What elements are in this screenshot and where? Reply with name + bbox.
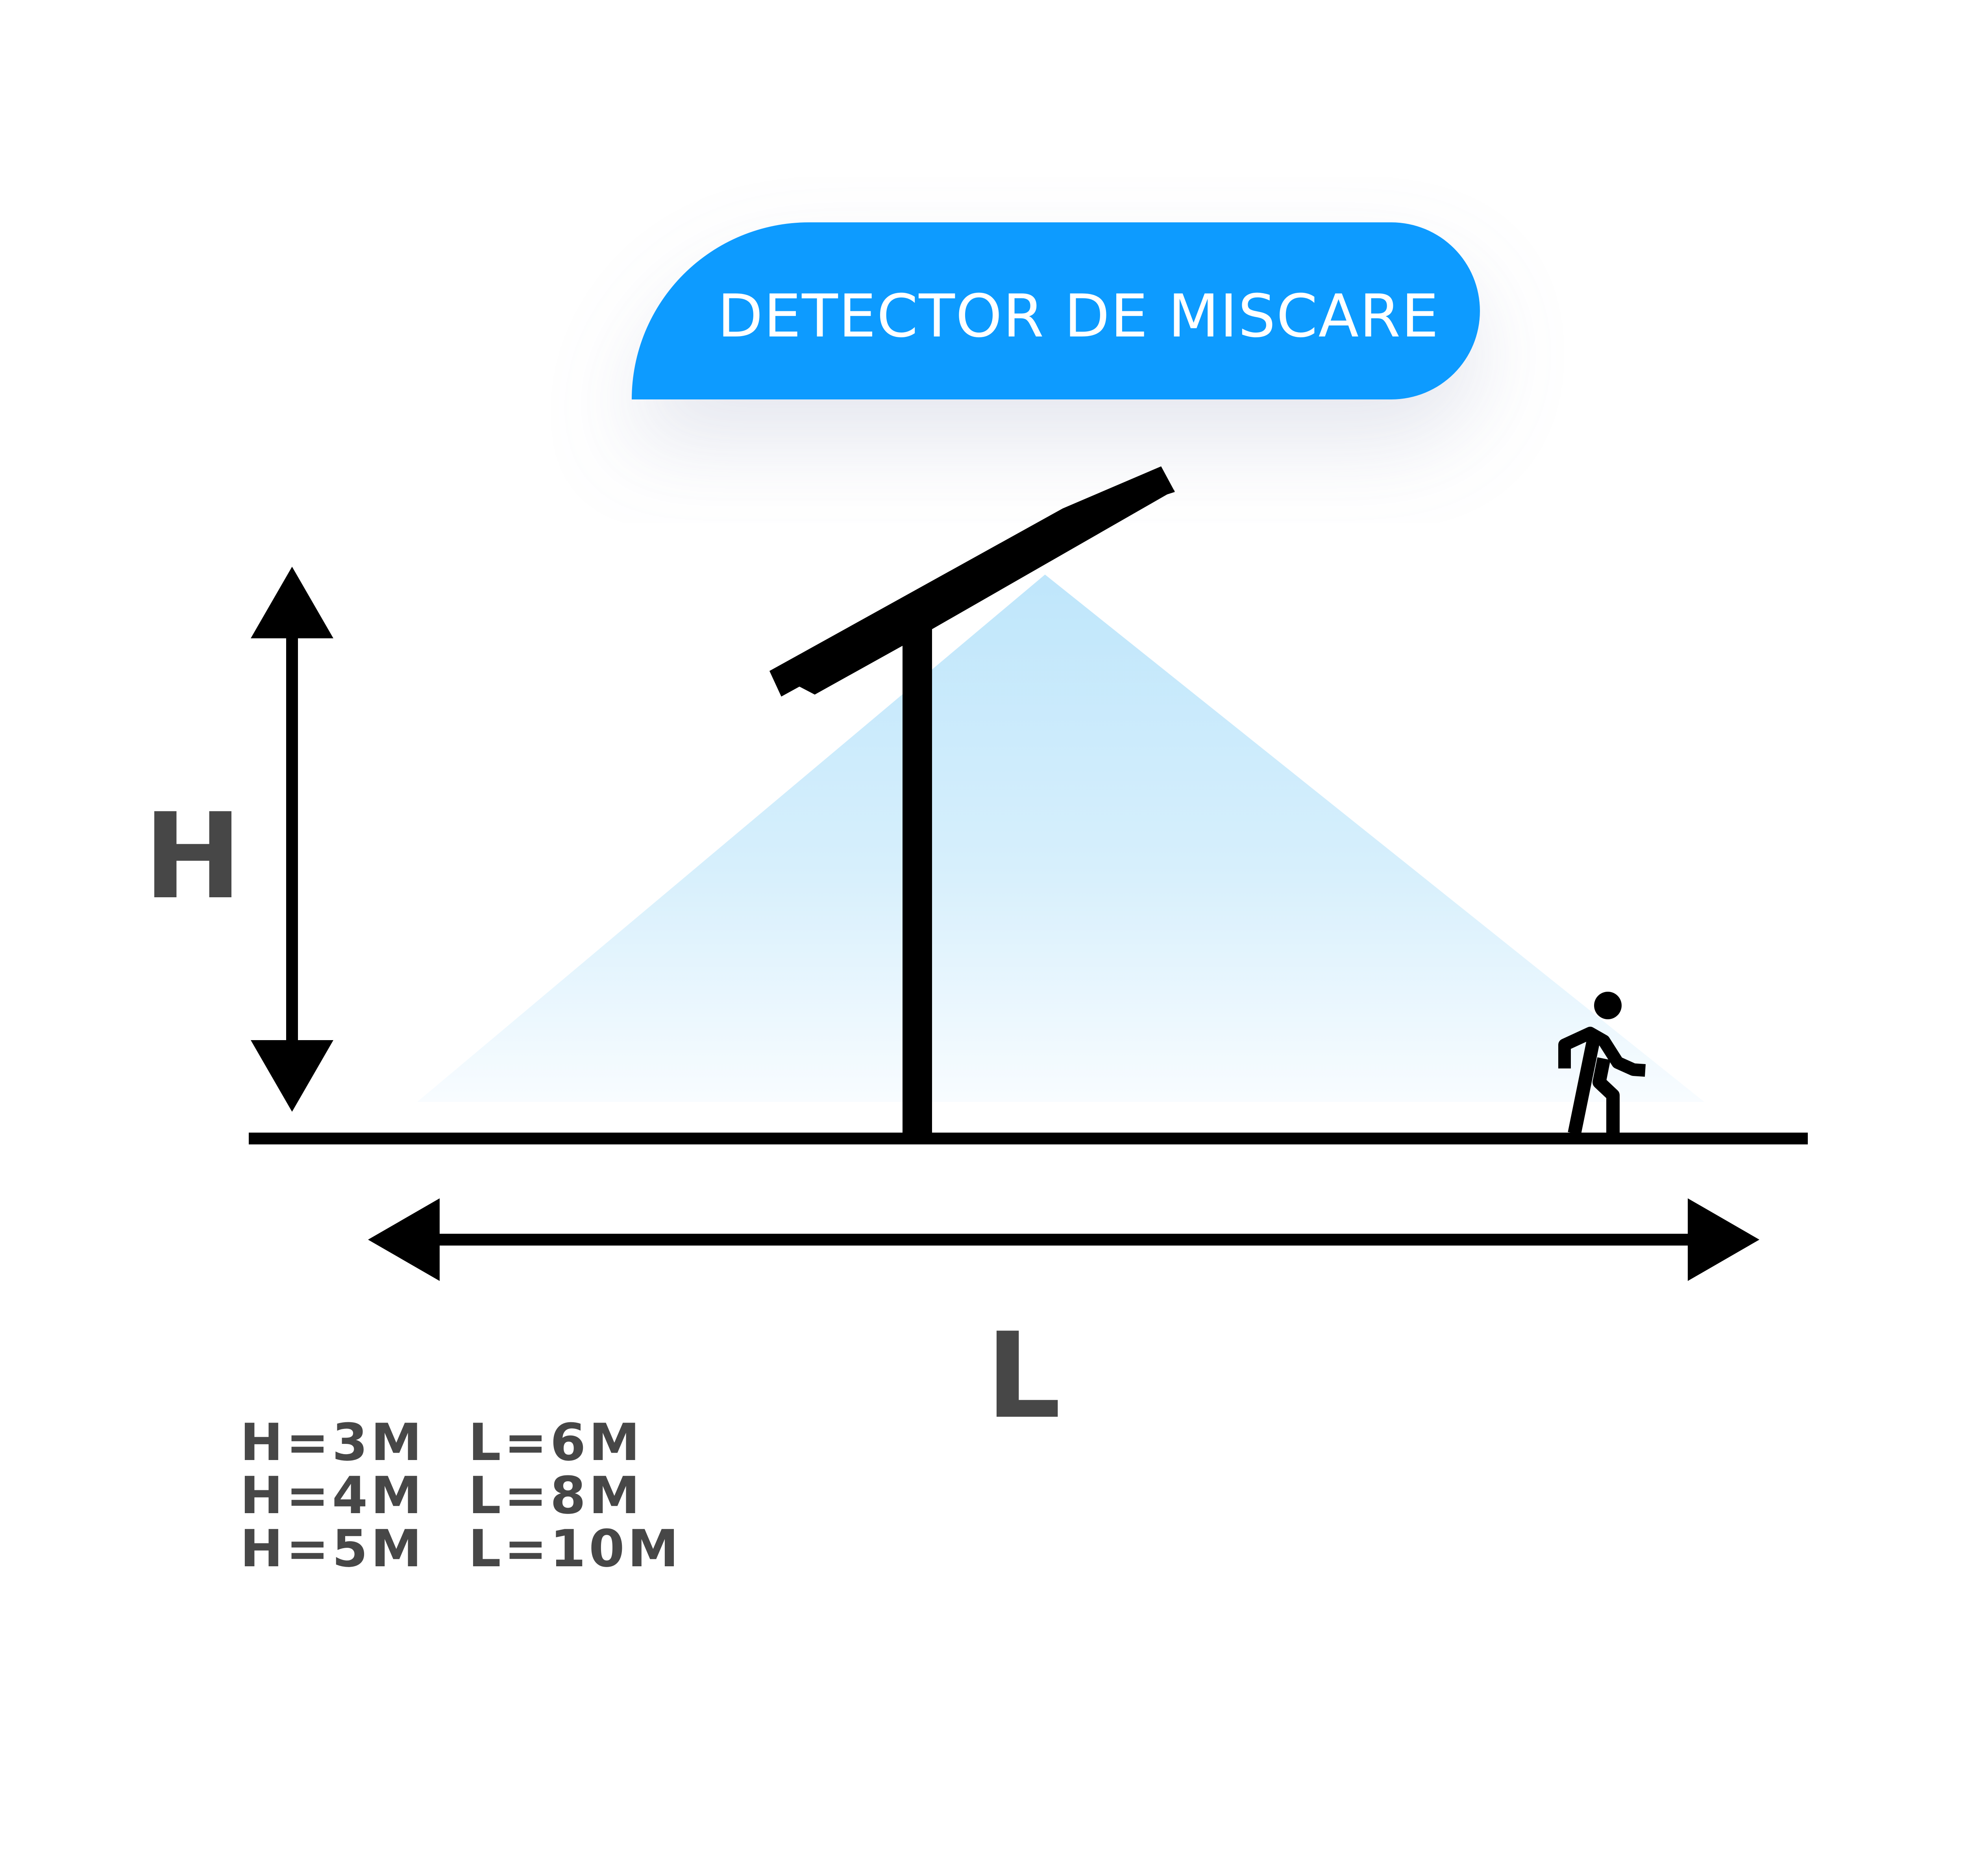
person-walking-icon bbox=[1558, 992, 1646, 1135]
spec-l-2: L=10M bbox=[468, 1519, 682, 1578]
title-badge bbox=[632, 222, 1480, 399]
spec-l-1: L=8M bbox=[468, 1466, 643, 1525]
title-text: DETECTOR DE MISCARE bbox=[718, 282, 1439, 351]
spec-h-0: H=3M bbox=[240, 1412, 425, 1472]
height-arrow bbox=[251, 567, 333, 1112]
length-label: L bbox=[986, 1307, 1061, 1445]
spec-h-1: H=4M bbox=[240, 1466, 425, 1525]
detector-pole bbox=[903, 626, 932, 1133]
length-arrow bbox=[368, 1198, 1759, 1281]
specs-table: H=3M L=6M H=4M L=8M H=5M L=10M bbox=[240, 1412, 682, 1578]
spec-h-2: H=5M bbox=[240, 1519, 425, 1578]
motion-detector-icon bbox=[769, 466, 1175, 697]
spec-l-0: L=6M bbox=[468, 1412, 643, 1472]
height-label: H bbox=[143, 788, 242, 925]
detection-cone bbox=[417, 575, 1704, 1102]
